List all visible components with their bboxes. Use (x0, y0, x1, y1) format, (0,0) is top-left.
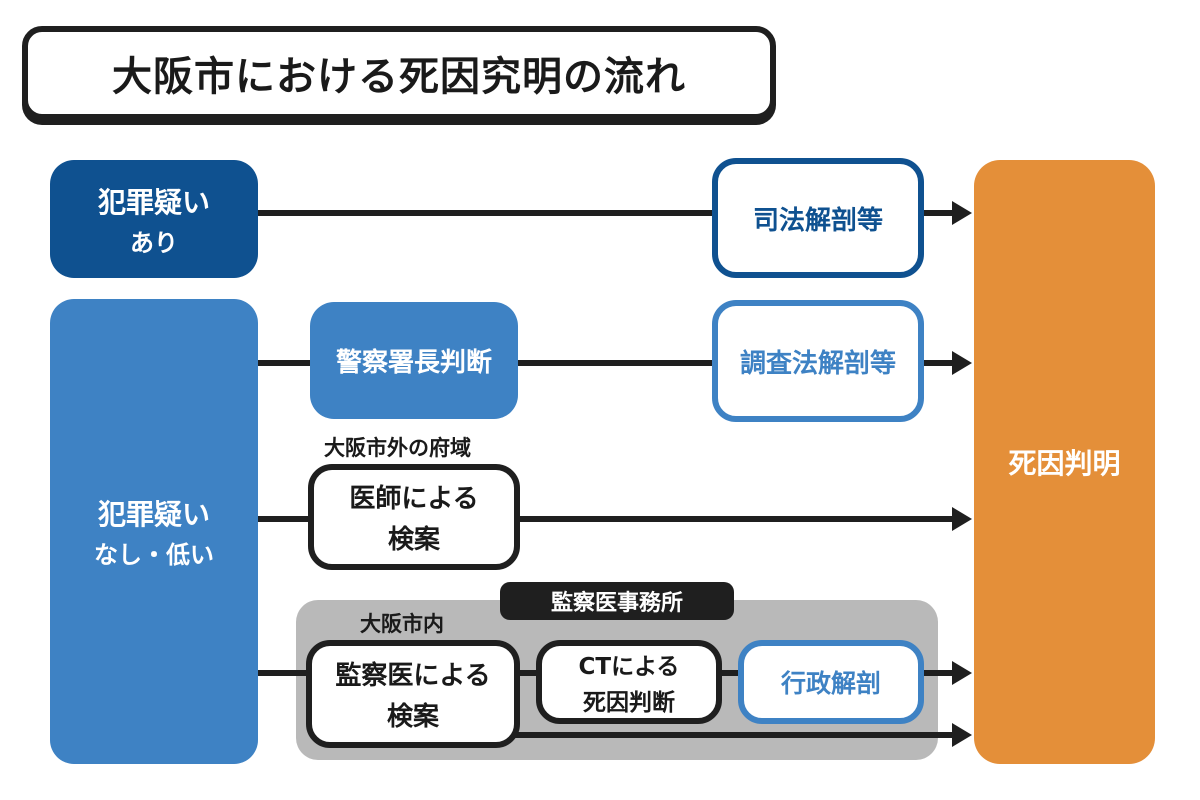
ct-judgement-line1: CTによる (578, 654, 680, 680)
connector-line (518, 670, 540, 676)
administrative-autopsy-label: 行政解剖 (780, 669, 881, 698)
connector-line (922, 360, 954, 366)
connector-line (516, 360, 714, 366)
connector-line (258, 210, 714, 216)
inside-city-label: 大阪市内 (360, 612, 444, 636)
judicial-autopsy-box: 司法解剖等 (712, 158, 924, 278)
connector-line (510, 732, 954, 738)
outside-city-label: 大阪市外の府域 (324, 436, 471, 460)
arrow-right-icon (952, 723, 972, 747)
doctor-inquest-box: 医師による 検案 (308, 464, 520, 570)
page-title: 大阪市における死因究明の流れ (112, 54, 686, 100)
connector-line (258, 670, 312, 676)
ct-judgement-line2: 死因判断 (583, 690, 675, 716)
connector-line (720, 670, 742, 676)
judicial-autopsy-label: 司法解剖等 (752, 205, 883, 236)
title-box: 大阪市における死因究明の流れ (22, 26, 776, 120)
crime-not-suspected-line2: なし・低い (94, 541, 214, 569)
ct-judgement-box: CTによる 死因判断 (536, 640, 722, 724)
cause-determined-box: 死因判明 (974, 160, 1155, 764)
crime-not-suspected-line1: 犯罪疑い (97, 498, 210, 531)
administrative-autopsy-box: 行政解剖 (738, 640, 924, 724)
connector-line (258, 516, 312, 522)
connector-line (922, 210, 954, 216)
medical-examiner-office-text: 監察医事務所 (550, 591, 683, 616)
arrow-right-icon (952, 507, 972, 531)
cause-determined-label: 死因判明 (1008, 447, 1121, 480)
arrow-right-icon (952, 351, 972, 375)
examiner-inquest-box: 監察医による 検案 (306, 640, 520, 748)
doctor-inquest-line2: 検案 (387, 525, 440, 555)
connector-line (518, 516, 954, 522)
connector-line (258, 360, 314, 366)
investigation-autopsy-label: 調査法解剖等 (739, 348, 896, 379)
crime-not-suspected-box: 犯罪疑い なし・低い (50, 299, 258, 764)
connector-line (922, 670, 954, 676)
examiner-inquest-line1: 監察医による (335, 661, 491, 691)
arrow-right-icon (952, 201, 972, 225)
arrow-right-icon (952, 661, 972, 685)
doctor-inquest-line1: 医師による (349, 484, 479, 514)
crime-suspected-line1: 犯罪疑い (97, 185, 210, 219)
crime-suspected-box: 犯罪疑い あり (50, 160, 258, 278)
examiner-inquest-line2: 検案 (386, 702, 439, 732)
crime-suspected-line2: あり (130, 228, 178, 257)
police-chief-judgement-label: 警察署長判断 (335, 348, 492, 378)
police-chief-judgement-box: 警察署長判断 (310, 302, 518, 419)
medical-examiner-office-label: 監察医事務所 (500, 582, 734, 620)
investigation-autopsy-box: 調査法解剖等 (712, 300, 924, 422)
